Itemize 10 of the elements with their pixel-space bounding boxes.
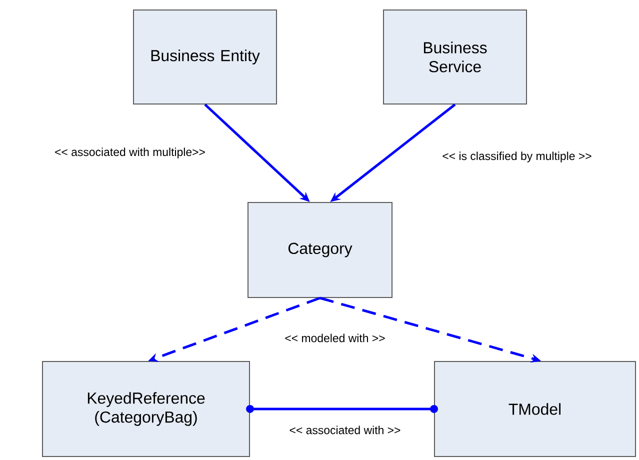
entity-box: Business Entity: [133, 10, 277, 104]
entity-box: Category: [248, 202, 392, 298]
edge-label: << modeled with >>: [284, 332, 386, 344]
connector: [246, 405, 438, 413]
edge-label: << associated with multiple>>: [54, 146, 206, 160]
entity-box: KeyedReference (CategoryBag): [42, 361, 250, 457]
entity-box: Business Service: [383, 10, 527, 104]
entity-box: TModel: [434, 361, 636, 457]
edge-label: << is classified by multiple >>: [441, 150, 593, 164]
edge-label: << associated with >>: [288, 424, 402, 436]
